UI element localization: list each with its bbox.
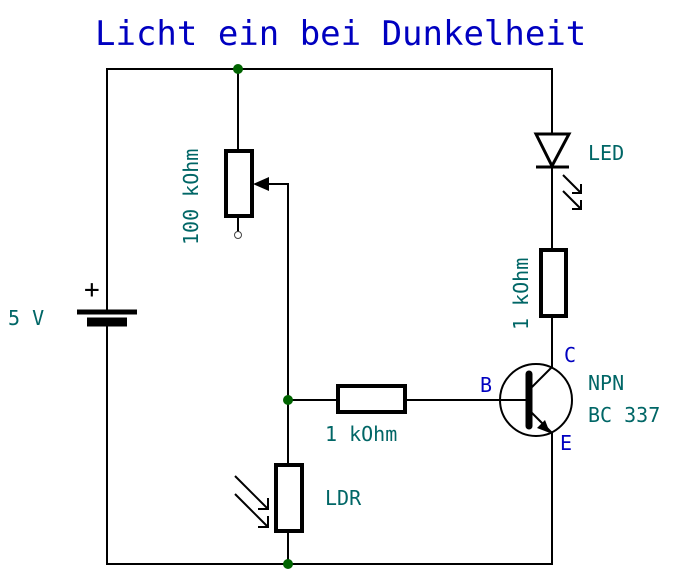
pin-e-label: E	[560, 431, 572, 455]
battery-label: 5 V	[8, 306, 44, 330]
junction-bottom	[283, 559, 293, 569]
junction-middle	[283, 395, 293, 405]
led-resistor-symbol	[539, 248, 568, 318]
battery-plus: +	[84, 275, 100, 305]
pin-b-label: B	[480, 373, 492, 397]
led-resistor-label: 1 kOhm	[509, 258, 533, 330]
led-symbol	[533, 132, 582, 250]
ldr-label: LDR	[325, 486, 362, 510]
transistor-type-label: NPN	[588, 371, 624, 395]
ldr-symbol	[234, 400, 304, 564]
led-label: LED	[588, 141, 624, 165]
transistor-model-label: BC 337	[588, 403, 660, 427]
potentiometer-symbol	[224, 69, 289, 400]
junction-top	[233, 64, 243, 74]
battery-symbol: +	[77, 275, 137, 327]
base-resistor-symbol	[336, 384, 407, 414]
top-wire	[106, 68, 553, 310]
bottom-wire	[106, 325, 553, 565]
pin-c-label: C	[564, 343, 576, 367]
transistor-symbol	[498, 362, 573, 437]
base-resistor-label: 1 kOhm	[325, 422, 397, 446]
potentiometer-label: 100 kOhm	[179, 149, 203, 245]
diagram-title: Licht ein bei Dunkelheit	[95, 14, 586, 54]
